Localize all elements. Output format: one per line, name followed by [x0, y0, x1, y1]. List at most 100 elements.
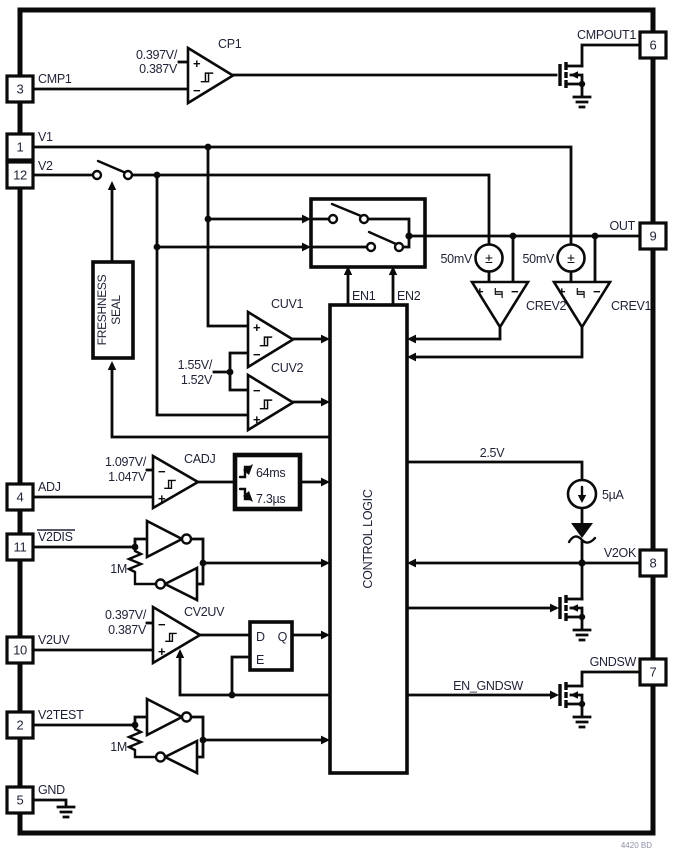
- cuv2-name: CUV2: [271, 361, 303, 375]
- crev2-offset-label: 50mV: [441, 252, 473, 266]
- wire-v2: [130, 173, 491, 247]
- wire-v2test-res: [125, 723, 158, 759]
- ground-icon: [56, 805, 76, 819]
- pin-v2: 12 V2: [5, 159, 53, 190]
- freshness-seal-label-2: SEAL: [109, 295, 123, 325]
- control-logic-label: CONTROL LOGIC: [361, 489, 375, 588]
- pin-cmpout1: 6 CMPOUT1: [577, 28, 668, 60]
- pin-label: V2DIS: [38, 530, 73, 544]
- cv2uv-ref-line2: 0.387V: [108, 623, 147, 637]
- pin-v2dis: 11 V2DIS: [5, 529, 75, 562]
- wire-v2dis-res: [125, 545, 158, 586]
- latch-d-label: D: [256, 630, 265, 644]
- v2-freshness-switch: [91, 159, 134, 181]
- timer-rise-label: 64ms: [256, 466, 285, 480]
- comparator-cuv1: + −: [246, 309, 296, 370]
- rail-label: 2.5V: [480, 446, 505, 460]
- crev1-plus: +: [558, 284, 566, 299]
- v2dis-resistor-label: 1M: [110, 562, 127, 576]
- freshness-seal-label-1: FRESHNESS: [95, 274, 109, 345]
- crev1-minus: −: [593, 284, 601, 299]
- crev2-minus: −: [511, 284, 519, 299]
- ground-icon: [572, 715, 592, 729]
- cp1-plus: +: [193, 56, 201, 71]
- nmos-icon: [558, 60, 587, 90]
- pin-number: 4: [17, 490, 24, 505]
- cp1-name: CP1: [218, 37, 242, 51]
- pin-label: V1: [38, 130, 53, 144]
- wire-crev2-out: [414, 325, 502, 341]
- latch-e-label: E: [256, 653, 264, 667]
- offset-source-crev2: ±: [474, 243, 504, 273]
- wire-v2-branch: [155, 173, 250, 417]
- pin-label: V2UV: [38, 633, 70, 647]
- wire-fs-logic: [110, 364, 332, 439]
- cuv1-name: CUV1: [271, 297, 303, 311]
- en2-label: EN2: [397, 289, 421, 303]
- latch-block: D Q E: [248, 620, 294, 672]
- crev1-offset-label: 50mV: [523, 252, 555, 266]
- labels: 0.397V/ 0.387V CP1 EN1 EN2 50mV 50mV CRE…: [105, 37, 652, 850]
- pin-number: 9: [650, 229, 657, 244]
- cuv1-plus: +: [253, 320, 261, 335]
- cv2uv-minus: −: [158, 617, 166, 632]
- pin-label: V2TEST: [38, 708, 84, 722]
- v2dis-buffer-cell: [145, 518, 199, 603]
- output-switch-block: [309, 197, 427, 269]
- v2test-resistor-label: 1M: [110, 740, 127, 754]
- pin-number: 8: [650, 556, 657, 571]
- pin-v2test: 2 V2TEST: [5, 708, 84, 740]
- cv2uv-name: CV2UV: [184, 605, 225, 619]
- cp1-ref-line1: 0.397V/: [136, 48, 178, 62]
- cuv2-minus: −: [253, 383, 261, 398]
- rising-edge-arrow-icon: [243, 464, 253, 475]
- cadj-plus: +: [158, 491, 166, 506]
- pin-number: 10: [13, 643, 27, 658]
- falling-edge-icon: [238, 487, 252, 501]
- pin-out: 9 OUT: [610, 219, 668, 251]
- wire-cmpout1-drain: [580, 43, 642, 68]
- pin-number: 5: [17, 793, 24, 808]
- zener-squiggle-icon: [567, 535, 597, 544]
- pin-number: 2: [17, 718, 24, 733]
- bias-current-source: [566, 478, 598, 510]
- cuv-ref-line1: 1.55V/: [178, 358, 213, 372]
- pin-adj: 4 ADJ: [5, 480, 61, 512]
- rising-edge-icon: [238, 465, 252, 479]
- pin-label: GND: [38, 783, 65, 797]
- v2ok-mosfet: [558, 593, 592, 642]
- cuv-ref-line2: 1.52V: [181, 373, 213, 387]
- control-logic-block: CONTROL LOGIC: [328, 303, 409, 775]
- wire-v1-branch: [206, 145, 250, 328]
- bias-label: 5µA: [602, 488, 625, 502]
- en-gndsw-label: EN_GNDSW: [453, 679, 523, 693]
- pin-label: CMPOUT1: [577, 28, 636, 42]
- pin-v2uv: 10 V2UV: [5, 633, 71, 665]
- crev2-plus: +: [476, 284, 484, 299]
- right-pins: 6 CMPOUT1 9 OUT 8 V2OK 7 GNDSW: [577, 28, 668, 687]
- wire-gnd: [31, 798, 68, 808]
- falling-edge-arrow-icon: [243, 491, 253, 502]
- timer-fall-label: 7.3µs: [256, 492, 285, 506]
- comparator-cv2uv: − +: [151, 604, 203, 666]
- ground-icon: [572, 628, 592, 642]
- cp1-ref-line2: 0.387V: [139, 62, 178, 76]
- offset-source-crev1: ±: [556, 243, 586, 273]
- pin-number: 7: [650, 665, 657, 680]
- cuv2-plus: +: [253, 412, 261, 427]
- pin-gnd: 5 GND: [5, 783, 65, 815]
- wire-2v5: [405, 460, 584, 482]
- wire-v1: [31, 145, 573, 247]
- nmos-icon: [558, 593, 587, 623]
- cadj-minus: −: [158, 464, 166, 479]
- cadj-ref-line2: 1.047V: [108, 470, 147, 484]
- freshness-seal-block: FRESHNESS SEAL: [91, 260, 135, 360]
- comparator-crev1: + −: [551, 280, 613, 330]
- crev1-name: CREV1: [611, 299, 652, 313]
- cuv1-minus: −: [253, 347, 261, 362]
- pin-label: ADJ: [38, 480, 61, 494]
- comparator-cuv2: − +: [246, 372, 296, 433]
- plusminus-icon: ±: [485, 250, 493, 266]
